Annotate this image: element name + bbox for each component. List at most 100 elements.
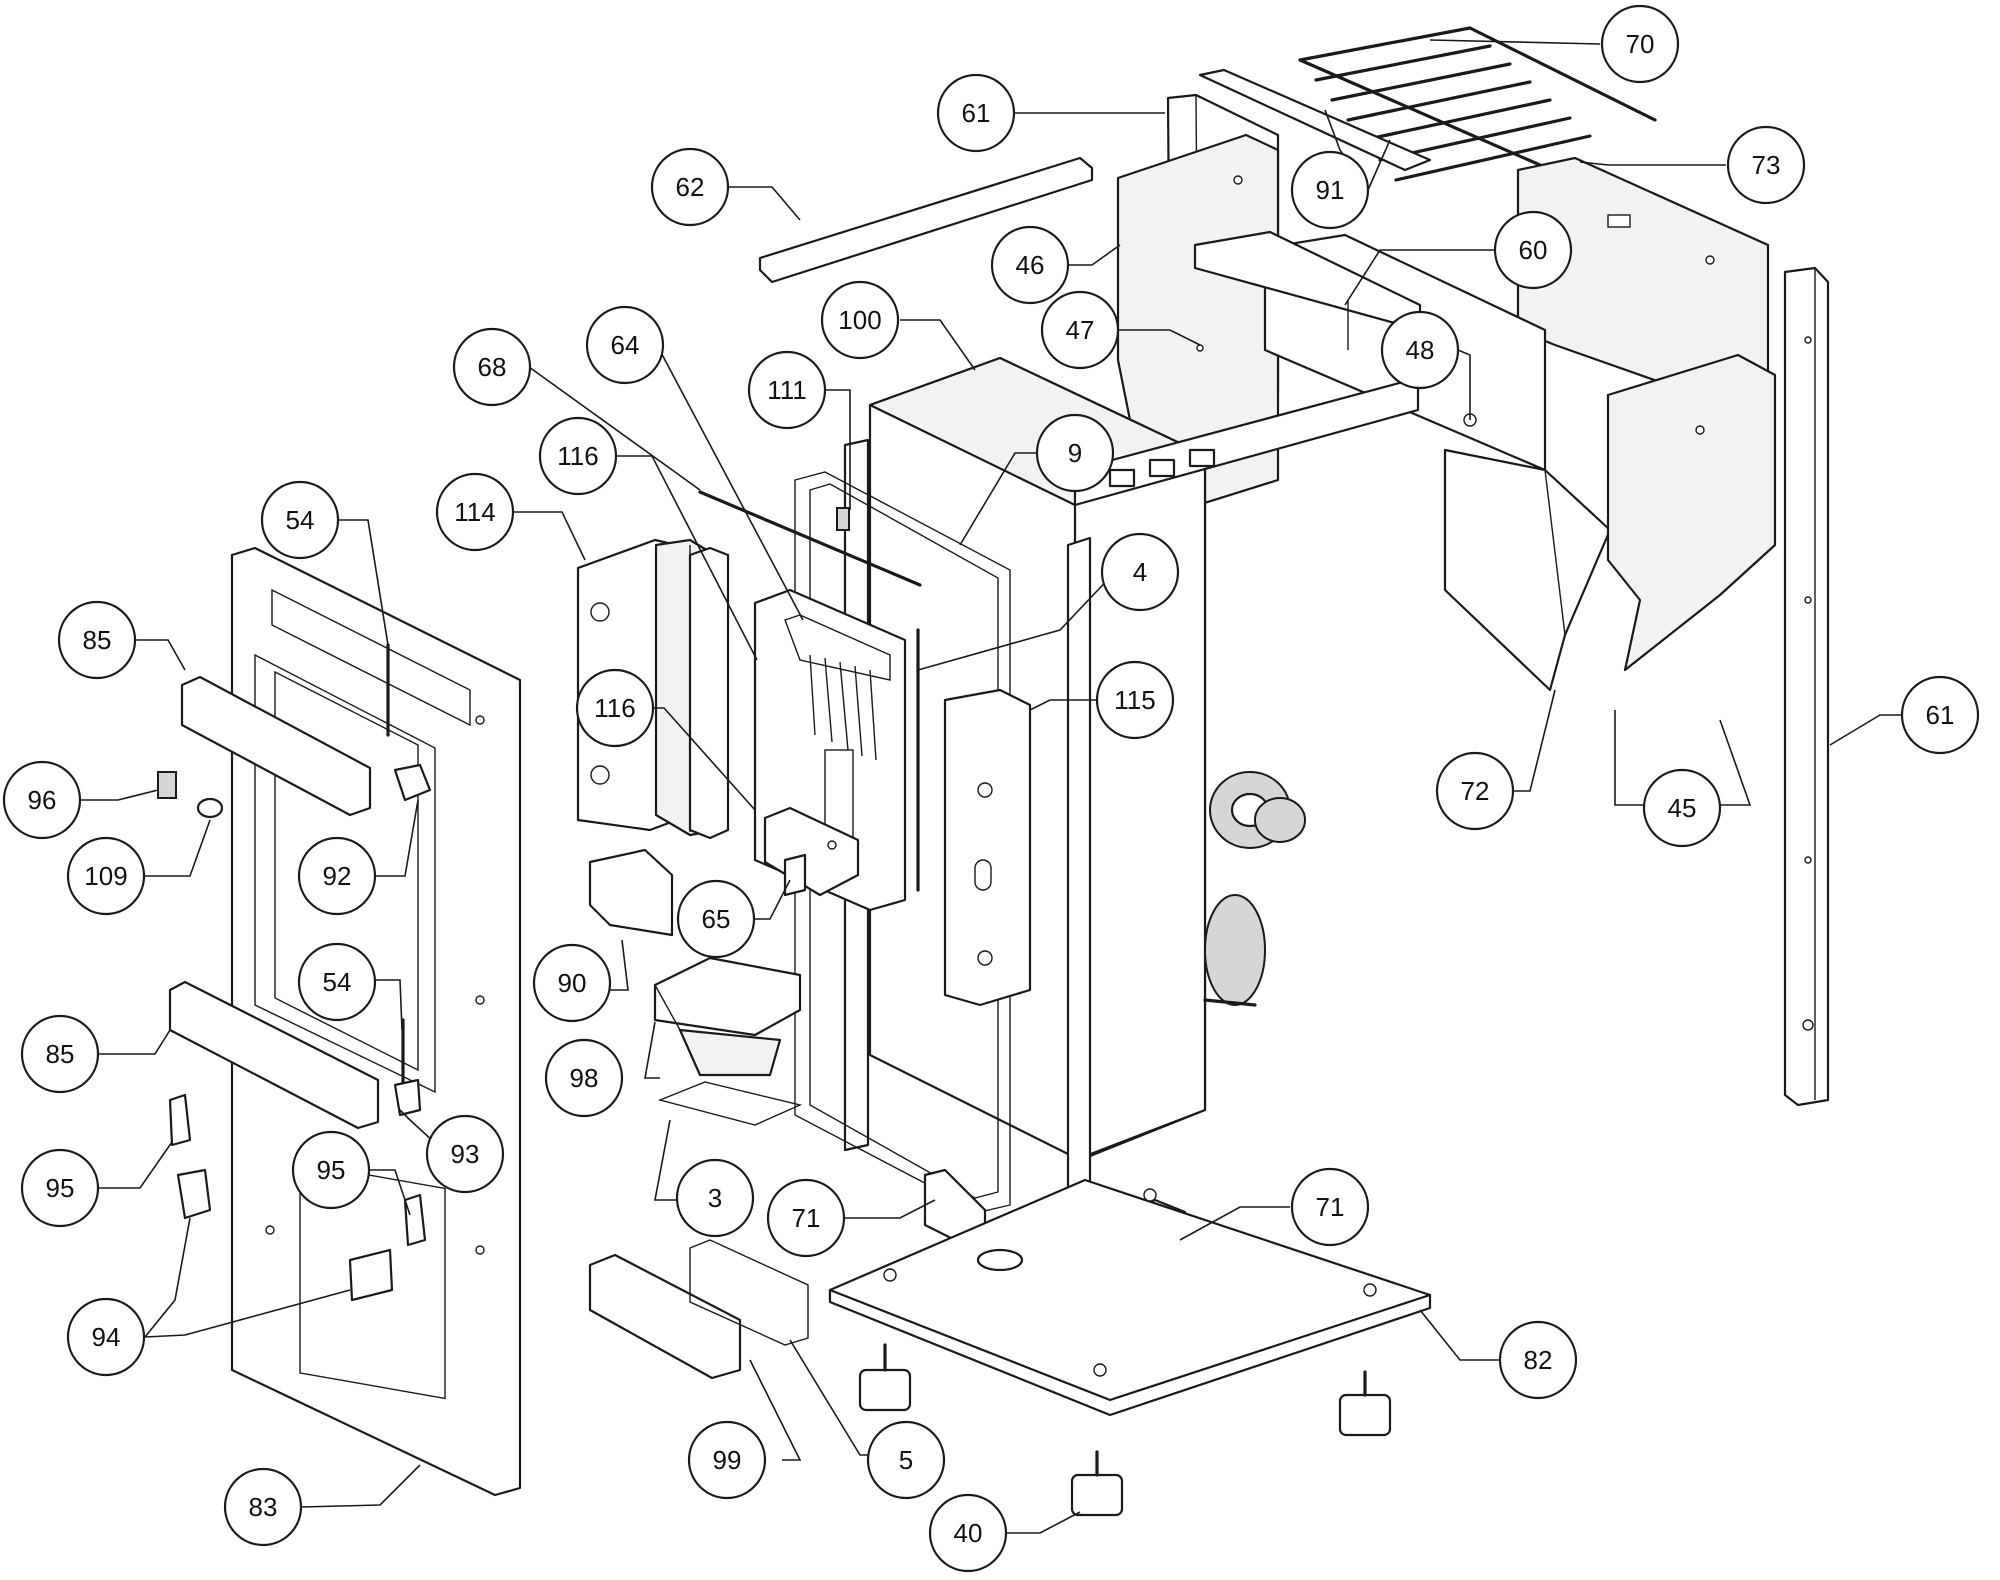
part-inspection-cover xyxy=(588,1253,742,1380)
callout-100: 100 xyxy=(820,280,900,360)
part-hopper-right xyxy=(1606,353,1777,672)
part-catch-left xyxy=(176,1168,212,1220)
callout-54-bottom-label: 54 xyxy=(323,967,352,997)
callout-116-bottom-label: 116 xyxy=(594,693,635,723)
callout-96: 96 xyxy=(2,760,82,840)
callout-114: 114 xyxy=(435,472,515,552)
callout-91: 91 xyxy=(1290,150,1370,230)
callout-73-label: 73 xyxy=(1752,150,1781,180)
callout-64-label: 64 xyxy=(611,330,640,360)
part-front-door-panel xyxy=(230,546,522,1497)
callout-116-bottom: 116 xyxy=(575,668,655,748)
callout-9-label: 9 xyxy=(1068,438,1082,468)
callout-64: 64 xyxy=(585,305,665,385)
part-burn-pot xyxy=(653,956,802,1077)
callout-96-label: 96 xyxy=(28,785,57,815)
callout-95-right-label: 95 xyxy=(317,1155,346,1185)
callout-65-label: 65 xyxy=(702,904,731,934)
callout-95-right: 95 xyxy=(291,1130,371,1210)
callout-85-top: 85 xyxy=(57,600,137,680)
callout-85-bottom-label: 85 xyxy=(46,1039,75,1069)
callout-111-label: 111 xyxy=(767,375,807,405)
part-inspection-gasket xyxy=(689,1239,809,1346)
part-hook-left xyxy=(168,1093,192,1147)
callout-46: 46 xyxy=(990,225,1070,305)
callout-62-label: 62 xyxy=(676,172,705,202)
callout-99: 99 xyxy=(687,1420,767,1500)
callout-71-left: 71 xyxy=(766,1178,846,1258)
part-latch-knob xyxy=(196,797,224,819)
callout-60: 60 xyxy=(1493,210,1573,290)
part-top-bracket-strip xyxy=(758,156,1094,284)
callout-90: 90 xyxy=(532,943,612,1023)
callout-95-left-label: 95 xyxy=(46,1173,75,1203)
callout-9: 9 xyxy=(1035,413,1115,493)
callout-65: 65 xyxy=(676,879,756,959)
callout-40-label: 40 xyxy=(954,1518,983,1548)
callout-3-label: 3 xyxy=(708,1183,722,1213)
callout-61-right-label: 61 xyxy=(1926,700,1955,730)
part-catch-right xyxy=(348,1248,394,1302)
part-door-gasket-frame xyxy=(794,471,1011,1213)
callout-72: 72 xyxy=(1435,751,1515,831)
callout-4-label: 4 xyxy=(1133,557,1147,587)
callout-70-label: 70 xyxy=(1626,29,1655,59)
callout-109-label: 109 xyxy=(84,861,127,891)
callout-94-label: 94 xyxy=(92,1322,121,1352)
callout-54-top-label: 54 xyxy=(286,505,315,535)
part-latch-plate xyxy=(157,771,177,799)
part-hinge-bottom xyxy=(393,1078,422,1117)
part-burn-pot-gasket xyxy=(657,1081,803,1126)
callout-72-label: 72 xyxy=(1461,776,1490,806)
callout-71-left-label: 71 xyxy=(792,1203,821,1233)
callout-48: 48 xyxy=(1380,310,1460,390)
callout-93-label: 93 xyxy=(451,1139,480,1169)
part-side-liner-inner xyxy=(654,538,730,840)
part-hook-right xyxy=(403,1193,427,1247)
callout-85-bottom: 85 xyxy=(20,1014,100,1094)
callout-115-label: 115 xyxy=(1114,685,1155,715)
callout-100-label: 100 xyxy=(838,305,881,335)
callout-4: 4 xyxy=(1100,532,1180,612)
callout-71-right-label: 71 xyxy=(1316,1192,1345,1222)
callout-82-label: 82 xyxy=(1524,1345,1553,1375)
callout-45-label: 45 xyxy=(1668,793,1697,823)
callout-93: 93 xyxy=(425,1114,505,1194)
callout-98-label: 98 xyxy=(570,1063,599,1093)
callout-60-label: 60 xyxy=(1519,235,1548,265)
callout-71-right: 71 xyxy=(1290,1167,1370,1247)
callout-99-label: 99 xyxy=(713,1445,742,1475)
part-rod-68 xyxy=(698,490,922,587)
callout-109: 109 xyxy=(66,836,146,916)
part-hinge-top xyxy=(393,763,432,802)
callout-54-top: 54 xyxy=(260,480,340,560)
callout-48-label: 48 xyxy=(1406,335,1435,365)
callout-92: 92 xyxy=(297,836,377,916)
callout-61-top: 61 xyxy=(936,73,1016,153)
callout-94: 94 xyxy=(66,1297,146,1377)
callout-70: 70 xyxy=(1600,4,1680,84)
callout-98: 98 xyxy=(544,1038,624,1118)
callout-61-right: 61 xyxy=(1900,675,1980,755)
part-ash-pan-lid xyxy=(588,848,674,937)
part-right-long-upright xyxy=(1783,266,1830,1107)
callout-62: 62 xyxy=(650,147,730,227)
callout-85-top-label: 85 xyxy=(83,625,112,655)
callout-95-left: 95 xyxy=(20,1148,100,1228)
callout-114-label: 114 xyxy=(454,497,495,527)
callout-68: 68 xyxy=(452,327,532,407)
callout-5-label: 5 xyxy=(899,1445,913,1475)
callout-83-label: 83 xyxy=(249,1492,278,1522)
callout-46-label: 46 xyxy=(1016,250,1045,280)
callout-40: 40 xyxy=(928,1493,1008,1573)
callout-91-label: 91 xyxy=(1316,175,1345,205)
callout-61-top-label: 61 xyxy=(962,98,991,128)
part-side-liner-right xyxy=(943,688,1032,1007)
part-small-clip xyxy=(836,507,850,531)
part-handle-rail-top xyxy=(180,675,372,817)
callout-116-top-label: 116 xyxy=(557,441,598,471)
callout-90-label: 90 xyxy=(558,968,587,998)
part-burner-bracket xyxy=(763,806,860,897)
callout-47: 47 xyxy=(1040,290,1120,370)
